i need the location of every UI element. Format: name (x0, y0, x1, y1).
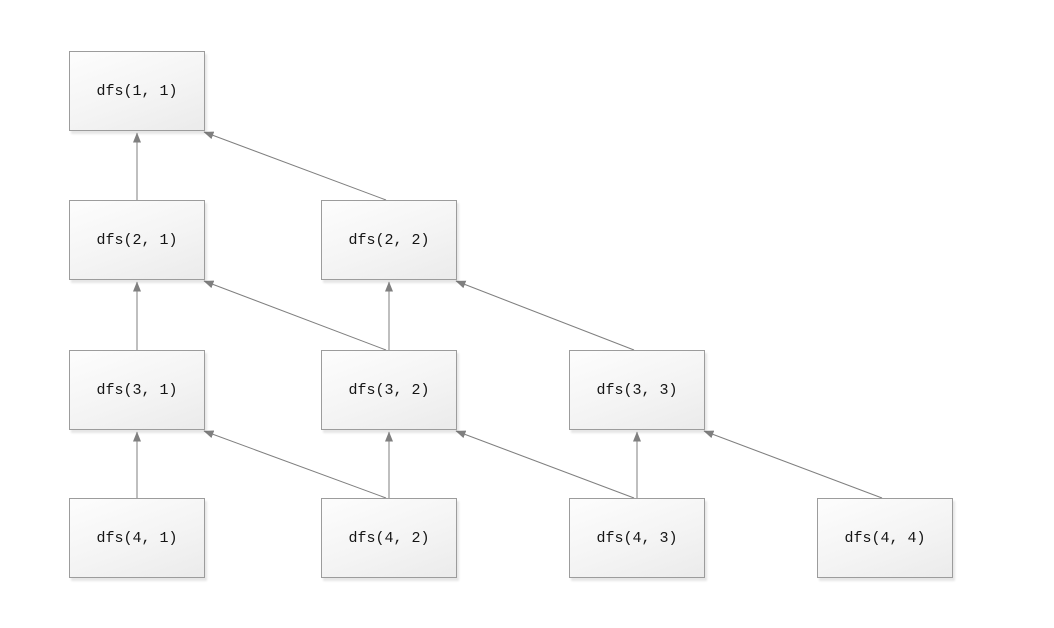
node-label: dfs(3, 2) (348, 381, 430, 399)
node-label: dfs(3, 3) (596, 381, 678, 399)
node-dfs-3-1[interactable]: dfs(3, 1) (69, 350, 205, 430)
node-dfs-4-1[interactable]: dfs(4, 1) (69, 498, 205, 578)
node-dfs-1-1[interactable]: dfs(1, 1) (69, 51, 205, 131)
node-dfs-4-4[interactable]: dfs(4, 4) (817, 498, 953, 578)
node-label: dfs(3, 1) (96, 381, 178, 399)
edge-dfs-3-3-to-dfs-2-2 (455, 280, 635, 351)
node-label: dfs(4, 4) (844, 529, 926, 547)
node-dfs-2-2[interactable]: dfs(2, 2) (321, 200, 457, 280)
node-dfs-4-2[interactable]: dfs(4, 2) (321, 498, 457, 578)
edge-lines-group (133, 131, 883, 499)
node-label: dfs(4, 2) (348, 529, 430, 547)
node-dfs-3-3[interactable]: dfs(3, 3) (569, 350, 705, 430)
edge-dfs-3-2-to-dfs-2-1 (203, 280, 387, 351)
edge-dfs-2-2-to-dfs-1-1 (203, 131, 387, 201)
edge-dfs-4-2-to-dfs-3-1 (203, 430, 387, 499)
node-label: dfs(2, 2) (348, 231, 430, 249)
edge-dfs-4-4-to-dfs-3-3 (703, 430, 883, 499)
node-dfs-4-3[interactable]: dfs(4, 3) (569, 498, 705, 578)
node-dfs-2-1[interactable]: dfs(2, 1) (69, 200, 205, 280)
edge-dfs-4-3-to-dfs-3-2 (455, 430, 635, 499)
node-label: dfs(2, 1) (96, 231, 178, 249)
node-label: dfs(4, 3) (596, 529, 678, 547)
node-label: dfs(4, 1) (96, 529, 178, 547)
node-dfs-3-2[interactable]: dfs(3, 2) (321, 350, 457, 430)
node-label: dfs(1, 1) (96, 82, 178, 100)
